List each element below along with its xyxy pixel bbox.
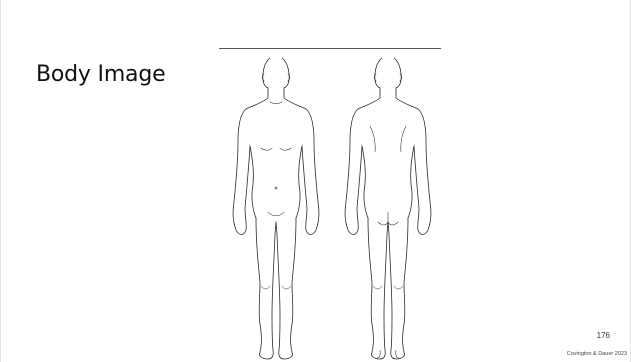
body-outline-figure [216, 58, 456, 360]
title-divider [219, 48, 441, 49]
back-body-outline [345, 58, 431, 359]
body-outline-illustration [216, 58, 456, 360]
front-body-outline [233, 58, 319, 359]
credit-text: Covington & Dauer 2023 [567, 351, 627, 357]
page-number: 176 [597, 331, 610, 340]
slide-title: Body Image [36, 62, 165, 87]
